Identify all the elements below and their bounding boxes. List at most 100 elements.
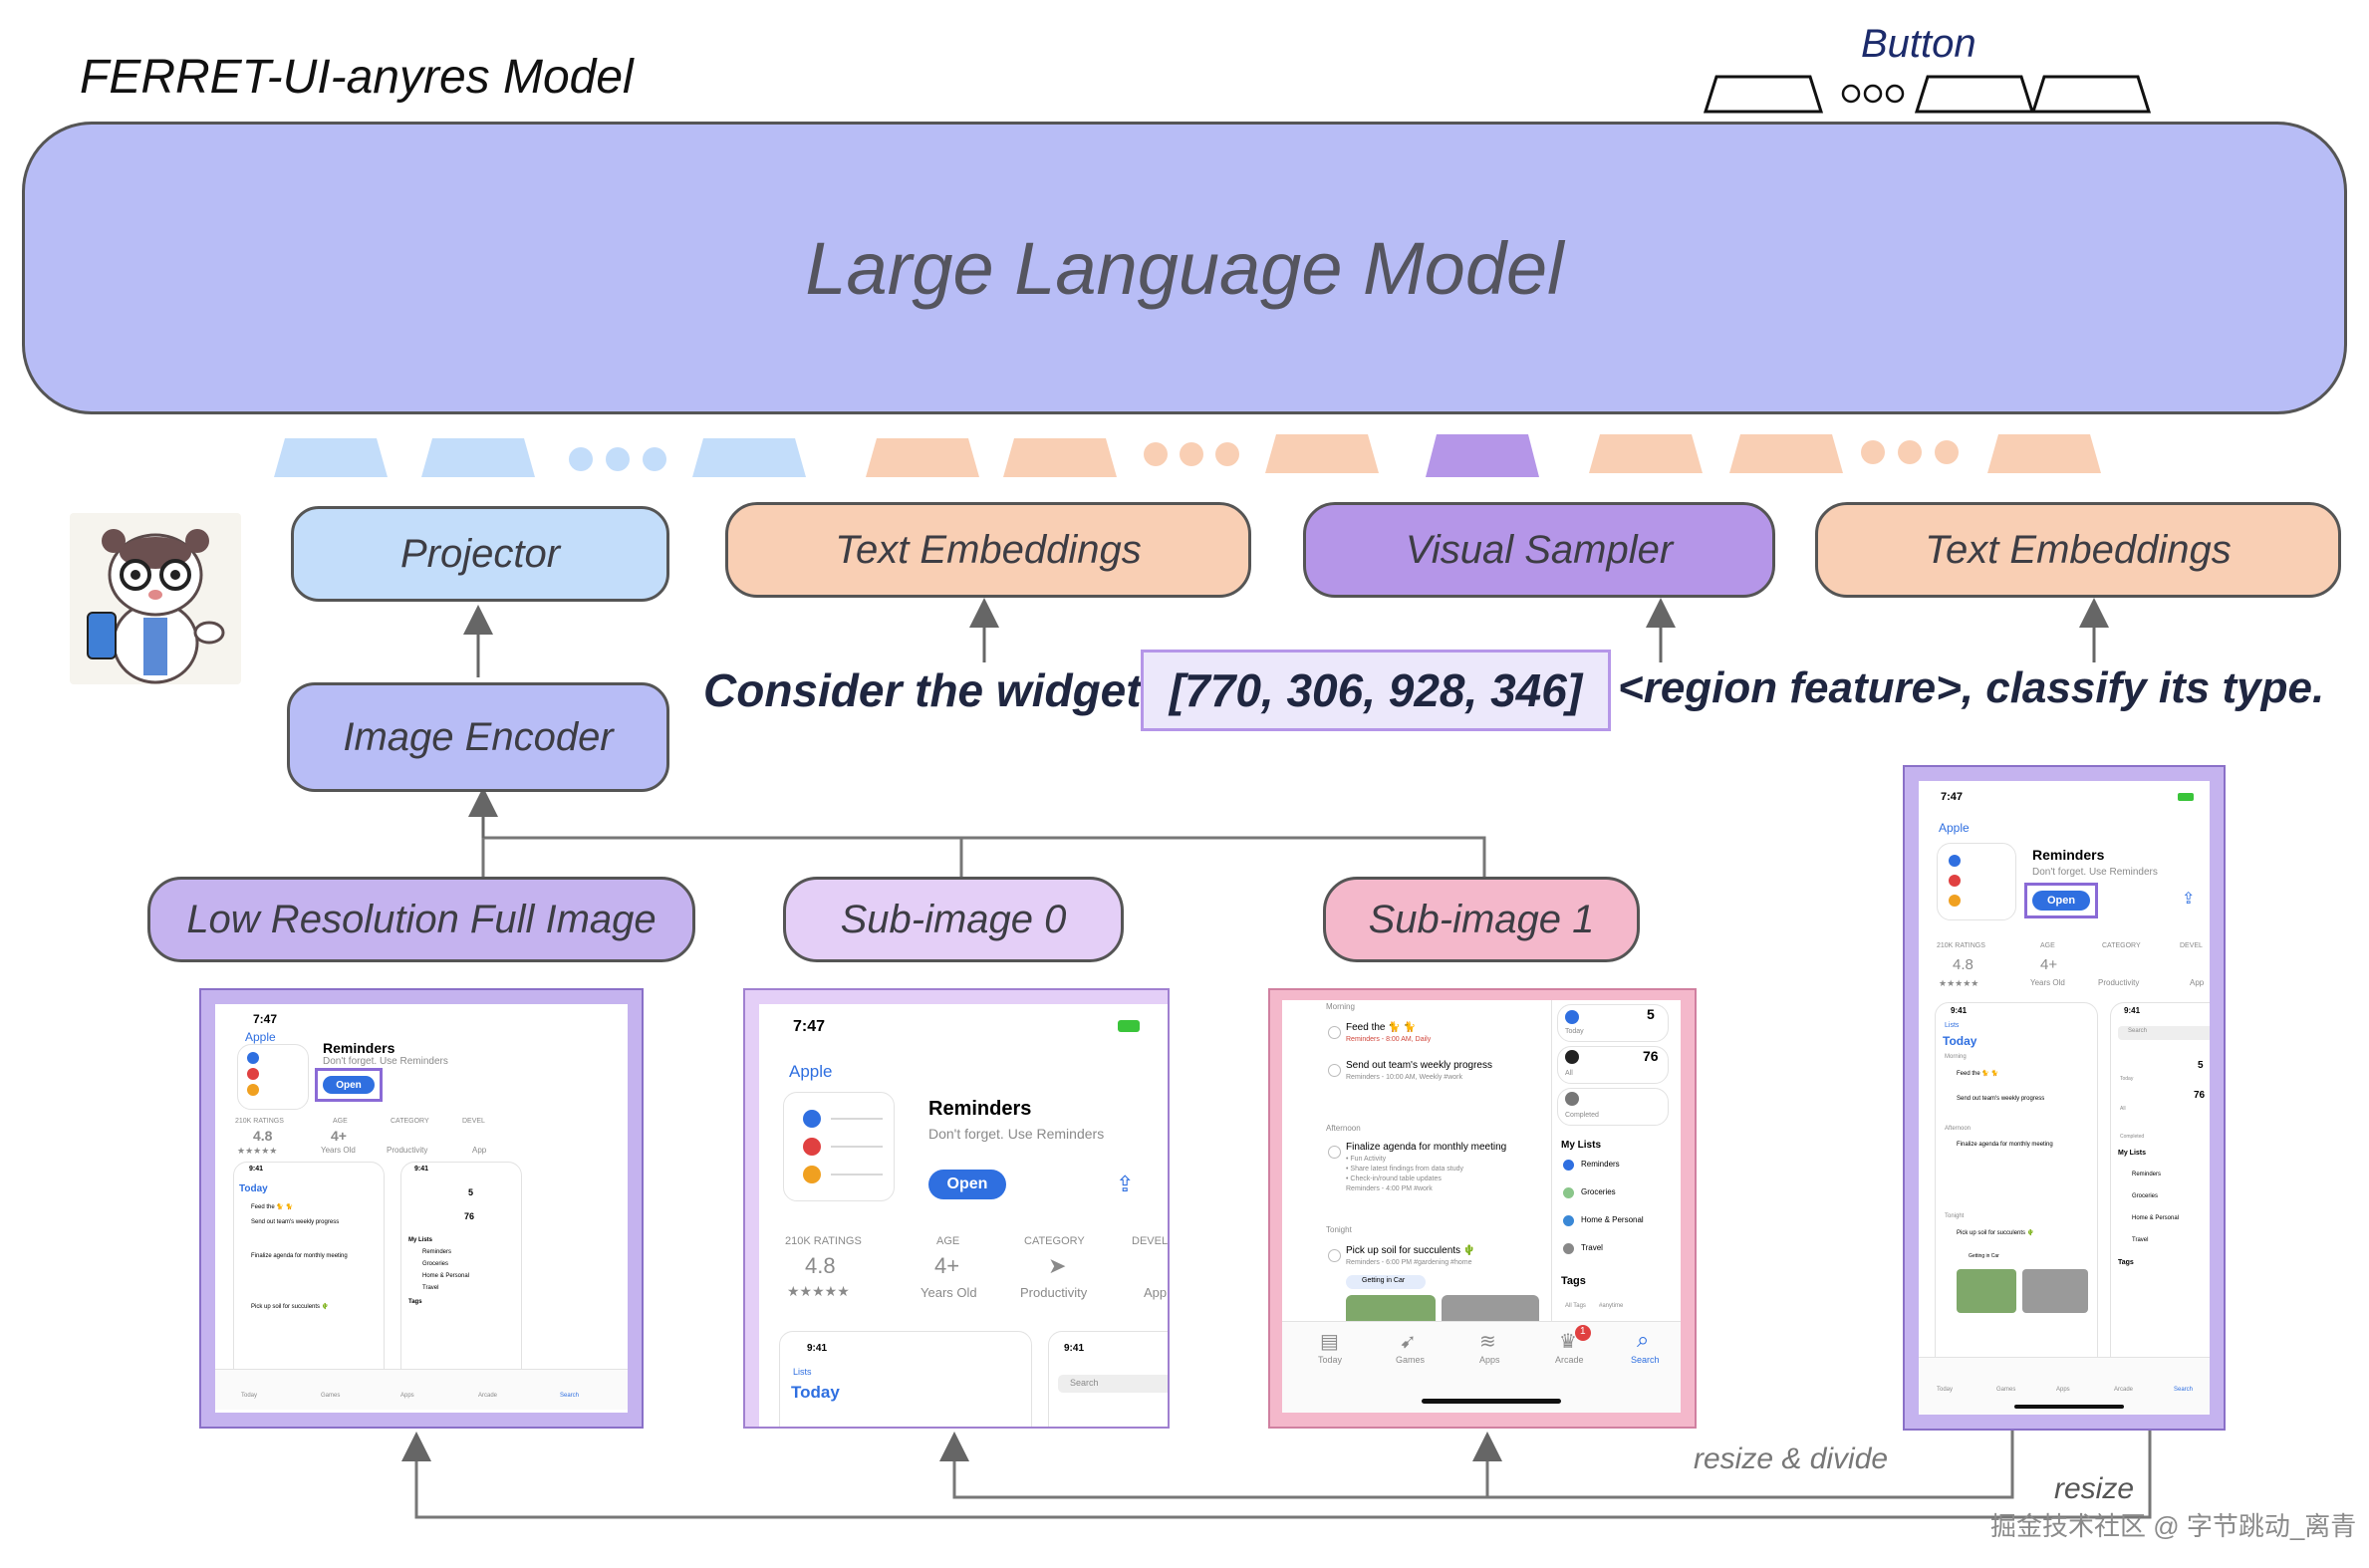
open-highlight [2024, 883, 2098, 918]
tab-arcade[interactable]: Arcade [1555, 1355, 1584, 1365]
resize-divide-path [939, 1431, 2014, 1499]
preview-card-2 [400, 1162, 522, 1403]
tab-apps[interactable]: Apps [400, 1393, 414, 1399]
tab-search[interactable]: Search [2174, 1387, 2194, 1393]
tab-bar [1282, 1321, 1681, 1413]
text-embeddings-label-2: Text Embeddings [1925, 527, 2232, 572]
list-reminders[interactable]: Reminders [1581, 1160, 1620, 1169]
category-panel [1551, 1000, 1681, 1359]
home-list-icon [1563, 1215, 1574, 1226]
tab-search-icon: ⌕ [1637, 1327, 1650, 1352]
developer-short: App [1144, 1285, 1168, 1300]
text-embeddings-label-1: Text Embeddings [835, 527, 1142, 572]
age-label: AGE [333, 1118, 348, 1125]
share-icon[interactable]: ⇪ [2182, 891, 2196, 908]
tab-arcade[interactable]: Arcade [2114, 1387, 2134, 1393]
app-name: Reminders [928, 1098, 1032, 1120]
visual-sampler-block: Visual Sampler [1303, 502, 1775, 598]
list-dot-red [803, 1138, 821, 1156]
category-value: Productivity [1020, 1285, 1088, 1300]
button-token-icon-2 [1914, 75, 2035, 114]
preview-task-2: Send out team's weekly progress [1957, 1096, 2045, 1102]
category-label: CATEGORY [391, 1118, 429, 1125]
tab-today[interactable]: Today [1318, 1355, 1343, 1365]
arcade-badge-count: 1 [1580, 1326, 1586, 1337]
list-travel[interactable]: Travel [1581, 1243, 1603, 1252]
open-button[interactable]: Open [928, 1170, 1006, 1199]
preview-card-2 [2110, 1002, 2210, 1415]
task-4-sub: Reminders - 6:00 PM #gardening #home [1346, 1259, 1472, 1266]
tab-search[interactable]: Search [1631, 1355, 1660, 1365]
tab-today[interactable]: Today [241, 1393, 258, 1399]
text-token [1003, 438, 1117, 477]
tag-all[interactable]: All Tags [1565, 1303, 1586, 1309]
tag-anytime[interactable]: #anytime [1599, 1303, 1624, 1309]
checkbox[interactable] [1328, 1249, 1341, 1262]
preview-lists: Lists [793, 1367, 812, 1377]
sub0-label-text: Sub-image 0 [840, 897, 1067, 941]
preview-succulent-photo [1957, 1269, 2016, 1313]
age-sub: Years Old [2030, 978, 2065, 987]
low-res-label-text: Low Resolution Full Image [186, 897, 657, 941]
back-link: Apple [245, 1030, 276, 1044]
getting-in-car-text: Getting in Car [1362, 1277, 1406, 1284]
large-language-model-block: Large Language Model [22, 122, 2347, 414]
preview-today: Today [239, 1183, 268, 1194]
open-highlight [315, 1068, 383, 1102]
tab-search[interactable]: Search [560, 1393, 580, 1399]
developer-short: App [2190, 978, 2205, 987]
category-value: Productivity [2098, 978, 2140, 987]
preview-list-reminders: Reminders [2132, 1172, 2162, 1177]
preview-today: Today [1943, 1034, 1977, 1048]
preview-tags: Tags [2118, 1259, 2134, 1266]
afternoon-label: Afternoon [1326, 1124, 1361, 1133]
open-button[interactable]: Open [2032, 891, 2090, 911]
sub-image-1-label: Sub-image 1 [1323, 877, 1640, 962]
original-screenshot: 7:47 Apple Reminders Don't forget. Use R… [1903, 765, 2226, 1431]
checkbox[interactable] [1328, 1026, 1341, 1039]
projector-block: Projector [291, 506, 669, 602]
list-dot-blue [803, 1110, 821, 1128]
tab-games[interactable]: Games [1996, 1387, 2016, 1393]
list-home[interactable]: Home & Personal [1581, 1215, 1644, 1224]
tags-label: Tags [1561, 1275, 1586, 1287]
today-tile-label: Today [1565, 1028, 1584, 1035]
tab-games[interactable]: Games [1396, 1355, 1426, 1365]
preview-search-text: Search [2128, 1028, 2148, 1034]
preview-morning: Morning [1945, 1054, 1967, 1060]
today-tile[interactable] [1557, 1004, 1669, 1042]
ferret-mascot-drawing [87, 529, 225, 684]
tab-apps[interactable]: Apps [1479, 1355, 1500, 1365]
preview-list-reminders: Reminders [422, 1249, 452, 1255]
preview-time-2: 9:41 [414, 1166, 429, 1173]
checkbox[interactable] [1328, 1064, 1341, 1077]
checkbox[interactable] [1328, 1146, 1341, 1159]
tab-today[interactable]: Today [1937, 1387, 1954, 1393]
age-sub: Years Old [321, 1146, 356, 1155]
share-icon[interactable]: ⇪ [1116, 1172, 1135, 1196]
my-lists-label: My Lists [1561, 1140, 1602, 1151]
tab-apps[interactable]: Apps [2056, 1387, 2070, 1393]
tab-games[interactable]: Games [321, 1393, 341, 1399]
open-button[interactable]: Open [323, 1076, 375, 1094]
preview-card-1 [233, 1162, 385, 1403]
list-dot-orange [1949, 895, 1961, 907]
age-label: AGE [2040, 942, 2055, 949]
preview-cat-today: Today [2120, 1076, 2134, 1082]
home-indicator [1422, 1399, 1561, 1404]
preview-time: 9:41 [1951, 1006, 1968, 1015]
sub1-label-text: Sub-image 1 [1368, 897, 1595, 941]
image-token [421, 438, 535, 477]
preview-time: 9:41 [249, 1166, 264, 1173]
image-token [692, 438, 806, 477]
morning-label: Morning [1326, 1002, 1355, 1011]
battery-icon [1118, 1020, 1140, 1032]
list-groceries[interactable]: Groceries [1581, 1187, 1616, 1196]
query-bbox: [770, 306, 928, 346] [1141, 650, 1611, 731]
watermark: 掘金技术社区 @ 字节跳动_离青 [1990, 1511, 2357, 1541]
tab-arcade[interactable]: Arcade [478, 1393, 498, 1399]
preview-tags: Tags [408, 1299, 422, 1305]
ferret-mascot-icon [70, 513, 241, 684]
preview-card-1 [779, 1331, 1032, 1427]
preview-getting-in-car: Getting in Car [1969, 1253, 1999, 1259]
